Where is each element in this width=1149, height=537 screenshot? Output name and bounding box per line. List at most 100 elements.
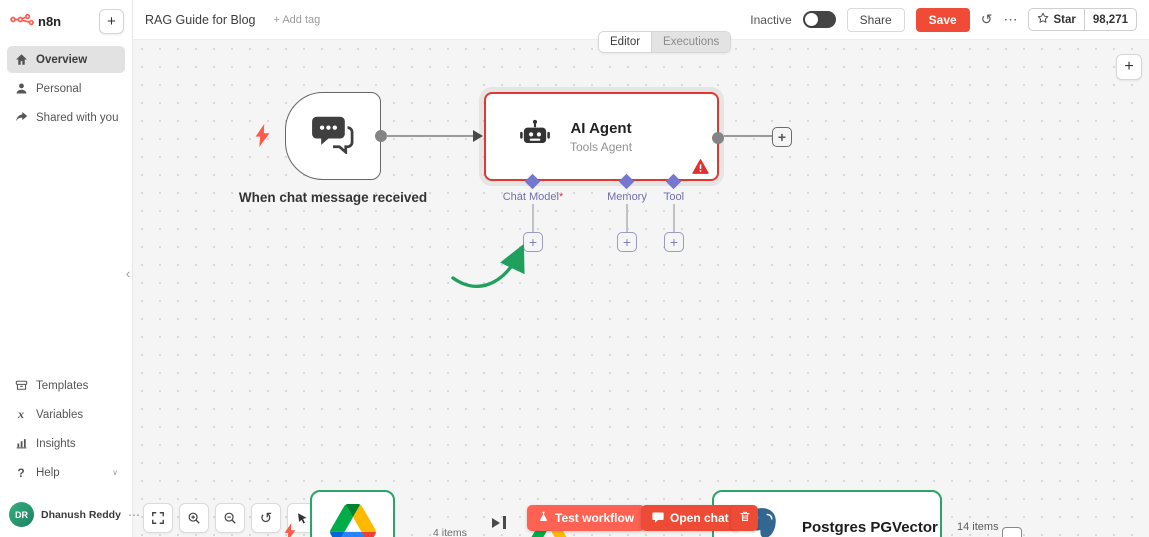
robot-icon — [518, 117, 552, 156]
chat-model-port-label: Chat Model* — [502, 191, 564, 203]
sidebar: n8n + Overview Personal — [0, 0, 140, 537]
templates-icon — [14, 379, 28, 392]
plus-icon: + — [528, 234, 538, 250]
sidebar-item-help[interactable]: ? Help ∨ — [7, 459, 125, 486]
sidebar-item-label: Help — [36, 466, 60, 479]
active-toggle[interactable] — [802, 11, 836, 28]
add-chat-model-button[interactable]: + — [523, 232, 543, 252]
star-count: 98,271 — [1083, 9, 1136, 30]
sidebar-collapse-handle[interactable]: ‹ — [125, 265, 131, 281]
add-tag-button[interactable]: + Add tag — [273, 13, 321, 26]
canvas-add-node-button[interactable]: + — [1116, 54, 1142, 80]
active-status-label: Inactive — [750, 12, 792, 27]
output-port[interactable] — [375, 130, 387, 142]
zoom-in-button[interactable] — [179, 503, 209, 533]
add-node-button[interactable] — [1002, 527, 1022, 537]
header-actions: Inactive Share Save ↺ ⋯ Star 98,271 — [750, 7, 1137, 32]
plus-icon: + — [107, 13, 116, 30]
user-options-icon[interactable]: ⋯ — [127, 507, 140, 522]
chat-bubble-icon — [311, 114, 355, 159]
workflow-canvas[interactable]: When chat message received AI Agent Tool… — [133, 40, 1149, 537]
chat-trigger-node[interactable] — [285, 92, 387, 180]
sidebar-spacer — [0, 133, 132, 370]
star-label: Star — [1053, 13, 1076, 26]
sidebar-item-shared-with-you[interactable]: Shared with you — [7, 104, 125, 131]
plus-icon: + — [669, 234, 679, 250]
save-button[interactable]: Save — [915, 7, 970, 32]
drive-trigger-bolt-icon — [284, 523, 296, 537]
user-name: Dhanush Reddy — [41, 508, 121, 521]
open-chat-button[interactable]: Open chat — [641, 505, 740, 531]
n8n-logo-icon — [10, 12, 34, 32]
home-icon — [14, 53, 28, 66]
history-icon[interactable]: ↺ — [980, 11, 993, 27]
input-port-marker — [503, 516, 506, 529]
connection-line — [724, 135, 772, 138]
sidebar-item-label: Overview — [36, 53, 88, 66]
chat-icon — [652, 511, 664, 526]
view-tabs: Editor Executions — [598, 31, 732, 53]
chevron-down-icon: ∨ — [112, 468, 118, 477]
port-connector-line — [673, 204, 675, 232]
undo-button[interactable]: ↺ — [251, 503, 281, 533]
workflow-title[interactable]: RAG Guide for Blog — [145, 12, 256, 27]
insights-icon — [14, 437, 28, 450]
sidebar-item-label: Insights — [36, 437, 76, 450]
sidebar-item-variables[interactable]: x Variables — [7, 401, 125, 428]
agent-node-text: AI Agent Tools Agent — [570, 120, 632, 154]
open-chat-label: Open chat — [670, 511, 729, 525]
output-port[interactable] — [712, 132, 724, 144]
flask-icon — [538, 510, 549, 526]
test-workflow-button[interactable]: Test workflow — [527, 505, 646, 531]
variables-icon: x — [18, 407, 24, 421]
agent-node-subtitle: Tools Agent — [570, 139, 633, 154]
toggle-knob — [804, 13, 818, 26]
workflow-header: RAG Guide for Blog + Add tag Inactive Sh… — [133, 0, 1149, 40]
trash-icon — [739, 510, 751, 526]
sidebar-item-label: Templates — [36, 379, 89, 392]
ai-agent-node[interactable]: AI Agent Tools Agent — [484, 92, 724, 181]
sidebar-nav: Overview Personal Shared with you — [0, 44, 132, 133]
test-workflow-label: Test workflow — [555, 511, 635, 525]
connection-arrowhead-icon — [492, 518, 500, 528]
add-node-button[interactable]: + — [772, 127, 792, 147]
agent-node-title: AI Agent — [570, 119, 632, 137]
postgres-node-title: Postgres PGVector — [802, 519, 938, 536]
help-icon: ? — [17, 465, 25, 480]
sidebar-item-label: Variables — [36, 408, 84, 421]
new-workflow-button[interactable]: + — [99, 9, 124, 34]
plus-icon: + — [622, 234, 632, 250]
items-count-badge: 4 items — [433, 527, 467, 537]
google-drive-icon — [330, 504, 376, 537]
sidebar-item-templates[interactable]: Templates — [7, 372, 125, 399]
sidebar-item-personal[interactable]: Personal — [7, 75, 125, 102]
share-arrow-icon — [14, 111, 28, 124]
zoom-to-fit-button[interactable] — [143, 503, 173, 533]
required-marker: * — [558, 191, 564, 203]
avatar: DR — [9, 502, 34, 527]
annotation-arrow-icon — [451, 243, 525, 288]
github-star-widget[interactable]: Star 98,271 — [1028, 8, 1137, 31]
sidebar-item-label: Shared with you — [36, 111, 119, 124]
delete-node-button[interactable] — [731, 505, 758, 531]
user-menu[interactable]: DR Dhanush Reddy ⋯ — [0, 494, 140, 537]
sidebar-footer-nav: Templates x Variables Insights ? Help ∨ — [0, 370, 132, 488]
share-button[interactable]: Share — [846, 7, 905, 32]
connection-line — [386, 135, 474, 138]
sidebar-item-overview[interactable]: Overview — [7, 46, 125, 73]
star-icon — [1037, 12, 1049, 27]
sidebar-item-insights[interactable]: Insights — [7, 430, 125, 457]
google-drive-node[interactable] — [310, 490, 395, 537]
sidebar-header: n8n + — [0, 0, 132, 44]
add-tool-button[interactable]: + — [664, 232, 684, 252]
plus-icon: + — [1124, 58, 1134, 75]
more-options-icon[interactable]: ⋯ — [1003, 11, 1018, 27]
zoom-out-button[interactable] — [215, 503, 245, 533]
brand-name: n8n — [38, 14, 62, 29]
tab-executions[interactable]: Executions — [651, 32, 731, 52]
trigger-bolt-icon — [255, 124, 270, 152]
add-memory-button[interactable]: + — [617, 232, 637, 252]
port-connector-line — [532, 204, 534, 232]
tab-editor[interactable]: Editor — [599, 32, 652, 52]
